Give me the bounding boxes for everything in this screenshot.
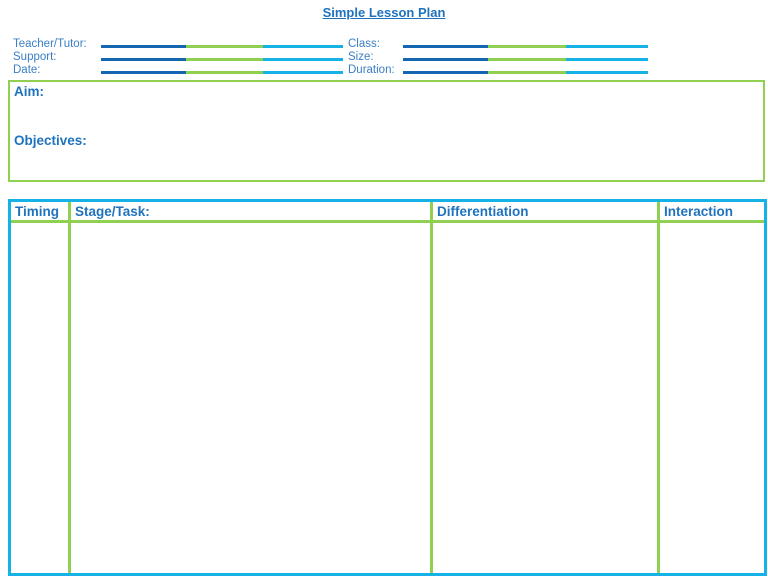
teacher-label: Teacher/Tutor: xyxy=(13,38,87,50)
size-field[interactable] xyxy=(403,58,648,61)
timing-cell[interactable] xyxy=(11,223,68,573)
interaction-cell[interactable] xyxy=(660,223,764,573)
support-field[interactable] xyxy=(101,58,343,61)
col-header-timing: Timing xyxy=(15,204,60,219)
col-header-interaction: Interaction xyxy=(664,204,734,219)
aim-objectives-box[interactable]: Aim: Objectives: xyxy=(8,80,765,182)
class-label: Class: xyxy=(348,38,380,50)
size-label: Size: xyxy=(348,51,374,63)
column-divider xyxy=(657,202,660,573)
stage-task-cell[interactable] xyxy=(71,223,430,573)
objectives-label: Objectives: xyxy=(14,133,87,148)
page-title: Simple Lesson Plan xyxy=(0,5,768,20)
aim-label: Aim: xyxy=(14,84,44,99)
support-label: Support: xyxy=(13,51,57,63)
header-divider xyxy=(11,220,764,223)
class-field[interactable] xyxy=(403,45,648,48)
teacher-field[interactable] xyxy=(101,45,343,48)
column-divider xyxy=(430,202,433,573)
lesson-table: Timing Stage/Task: Differentiation Inter… xyxy=(8,199,767,576)
date-label: Date: xyxy=(13,64,41,76)
duration-label: Duration: xyxy=(348,64,395,76)
date-field[interactable] xyxy=(101,71,343,74)
col-header-differentiation: Differentiation xyxy=(437,204,529,219)
col-header-stage-task: Stage/Task: xyxy=(75,204,150,219)
column-divider xyxy=(68,202,71,573)
duration-field[interactable] xyxy=(403,71,648,74)
differentiation-cell[interactable] xyxy=(433,223,657,573)
page-title-text: Simple Lesson Plan xyxy=(322,5,446,20)
